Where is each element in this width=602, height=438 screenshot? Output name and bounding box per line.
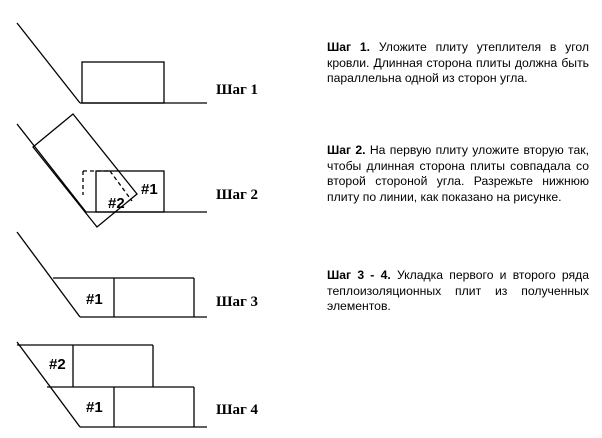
step-3-4-text: Укладка первого и второго ряда теплоизол… bbox=[327, 268, 589, 313]
step-2-slab-2-label: #2 bbox=[108, 195, 125, 212]
step-2-cut-line-diagonal bbox=[109, 170, 133, 202]
step-1-figure: Шаг 1 bbox=[16, 22, 258, 104]
step-3-label: Шаг 3 bbox=[216, 294, 258, 310]
step-3-slab-1-label: #1 bbox=[86, 291, 103, 308]
step-1-text: Уложите плиту утеплителя в угол кровли. … bbox=[327, 40, 589, 85]
step-4-label: Шаг 4 bbox=[216, 402, 259, 418]
step-4-roof-slope bbox=[16, 341, 81, 428]
step-2-text: На первую плиту уложите вторую так, чтоб… bbox=[327, 143, 589, 204]
step-1-label: Шаг 1 bbox=[216, 82, 258, 98]
step-1-description: Шаг 1. Уложите плиту утеплителя в угол к… bbox=[327, 40, 589, 87]
step-4-slab-1-label: #1 bbox=[86, 399, 103, 416]
step-3-figure: #1 Шаг 3 bbox=[16, 231, 258, 318]
step-2-slab-1 bbox=[95, 170, 165, 213]
step-1-roof-slope bbox=[16, 22, 81, 104]
step-2-title: Шаг 2. bbox=[327, 143, 366, 157]
step-3-4-description: Шаг 3 - 4. Укладка первого и второго ряд… bbox=[327, 268, 589, 315]
step-2-slab-2 bbox=[32, 113, 138, 228]
step-2-roof-slope bbox=[16, 123, 87, 213]
step-1-slab bbox=[81, 61, 165, 104]
step-2-description: Шаг 2. На первую плиту уложите вторую та… bbox=[327, 143, 589, 205]
step-3-4-title: Шаг 3 - 4. bbox=[327, 268, 391, 282]
step-4-slab-2-label: #2 bbox=[49, 356, 66, 373]
step-1-title: Шаг 1. bbox=[327, 40, 371, 54]
step-2-label: Шаг 2 bbox=[216, 187, 258, 203]
step-2-slab-1-label: #1 bbox=[141, 181, 158, 198]
step-4-figure: #2 #1 Шаг 4 bbox=[16, 341, 259, 428]
step-3-roof-slope bbox=[16, 231, 81, 318]
step-2-figure: #1 #2 Шаг 2 bbox=[16, 113, 258, 228]
